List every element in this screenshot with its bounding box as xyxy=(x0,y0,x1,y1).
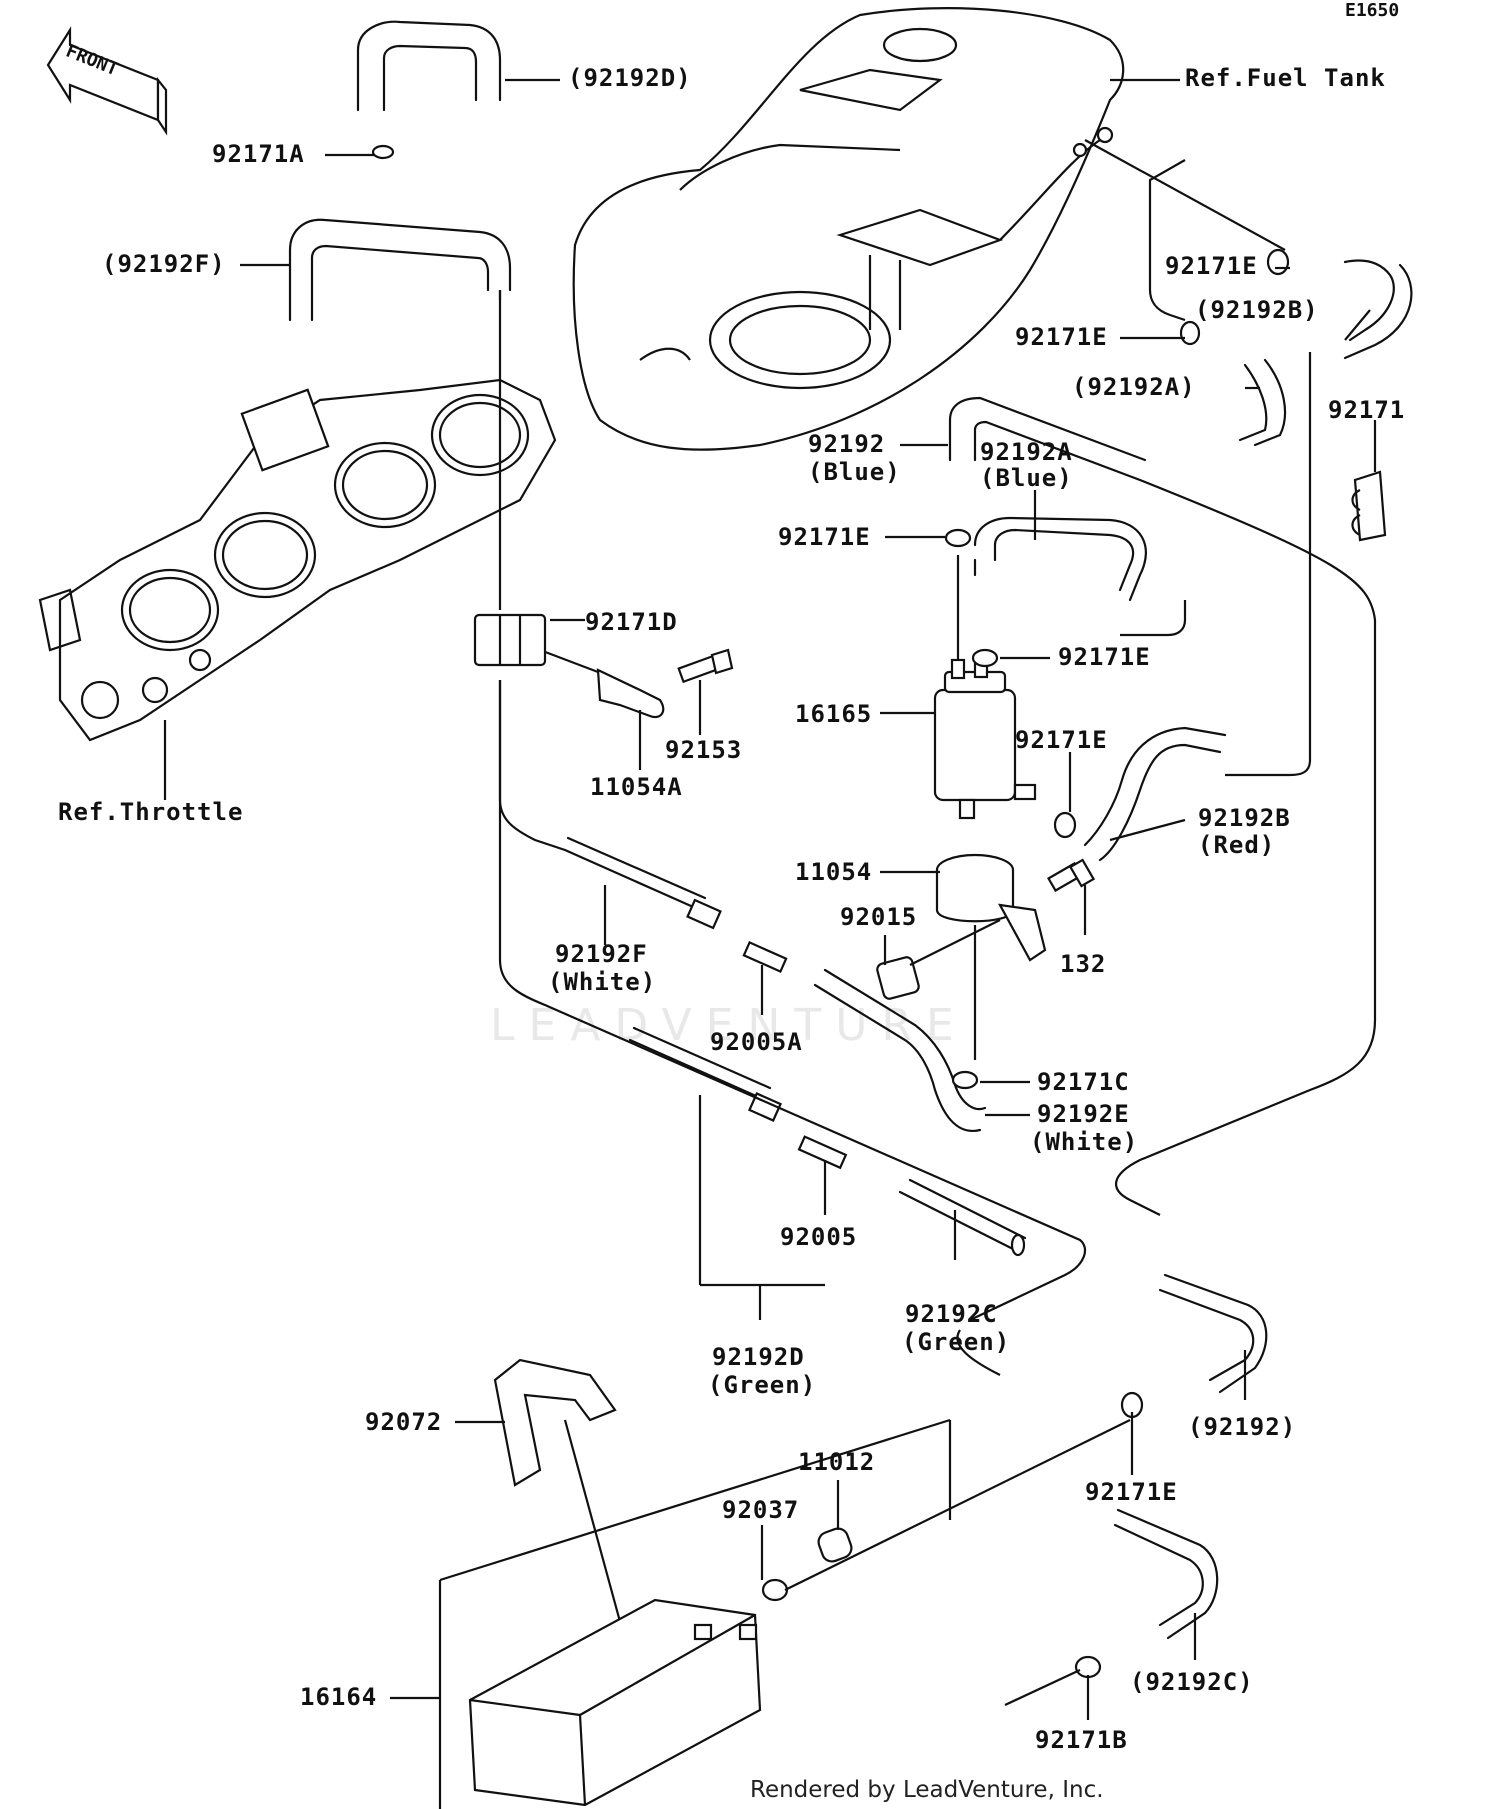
label-11012: 11012 xyxy=(798,1448,875,1476)
hose-92192B-top xyxy=(1343,259,1413,360)
label-11054A: 11054A xyxy=(590,773,683,801)
hose-92192D-top xyxy=(356,20,502,112)
clip-92171D xyxy=(473,613,547,667)
hose-92192F-top xyxy=(288,218,512,322)
label-92171E-3: 92171E xyxy=(778,523,871,551)
label-92192F-top: (92192F) xyxy=(102,250,226,278)
front-arrow-icon: FRONT xyxy=(46,26,168,136)
hose-92192-blue xyxy=(948,396,1147,482)
label-92192: 92192 xyxy=(808,430,885,458)
hose-92192A-blue xyxy=(973,516,1147,602)
label-92072: 92072 xyxy=(365,1408,442,1436)
hose-92192D-green xyxy=(628,1026,782,1122)
label-92171E-2: 92171E xyxy=(1015,323,1108,351)
spacer-11012 xyxy=(817,1527,853,1563)
label-92192E-color: (White) xyxy=(1030,1128,1138,1156)
label-92171C: 92171C xyxy=(1037,1068,1130,1096)
label-92192B-color: (Red) xyxy=(1198,831,1275,859)
label-92192D-top: (92192D) xyxy=(568,64,692,92)
label-132: 132 xyxy=(1060,950,1106,978)
leader-lines xyxy=(163,78,1377,1720)
hose-92192B-red xyxy=(1083,726,1227,862)
hose-92192A-top xyxy=(1238,358,1287,447)
label-11054: 11054 xyxy=(795,858,872,886)
label-92192C-color: (Green) xyxy=(902,1328,1010,1356)
label-92171E-4: 92171E xyxy=(1058,643,1151,671)
grommet-92015 xyxy=(876,919,1001,1000)
label-92192D-color: (Green) xyxy=(708,1371,816,1399)
label-92171D: 92171D xyxy=(585,608,678,636)
bolt-132 xyxy=(1047,858,1096,893)
bolt-92153 xyxy=(677,648,734,684)
credit-text: Rendered by LeadVenture, Inc. xyxy=(750,1777,1104,1803)
label-92171A: 92171A xyxy=(212,140,305,168)
fuel-filter xyxy=(933,555,1037,820)
label-92192A: 92192A xyxy=(980,438,1073,466)
label-92192B: 92192B xyxy=(1198,804,1291,832)
fitting-92005 xyxy=(797,1135,848,1170)
hose-92192C-green xyxy=(898,1178,1027,1257)
label-92192C: 92192C xyxy=(905,1300,998,1328)
clamp-92037 xyxy=(761,1419,1131,1602)
routing-lines xyxy=(498,139,1377,1376)
label-92037: 92037 xyxy=(722,1496,799,1524)
canister-16164 xyxy=(438,1418,952,1809)
label-92171: 92171 xyxy=(1328,396,1405,424)
label-92192F-color: (White) xyxy=(548,968,656,996)
label-92192C-bottom: (92192C) xyxy=(1130,1668,1254,1696)
fitting-92005A xyxy=(742,941,788,973)
watermark: LEADVENTURE xyxy=(490,1000,968,1051)
diagram-code: E1650 xyxy=(1345,0,1399,21)
label-92015: 92015 xyxy=(840,903,917,931)
label-92005: 92005 xyxy=(780,1223,857,1251)
label-92192-bottom: (92192) xyxy=(1188,1413,1296,1441)
label-92192E: 92192E xyxy=(1037,1100,1130,1128)
bracket-11054A xyxy=(539,648,665,719)
label-92192A-color: (Blue) xyxy=(980,464,1073,492)
ref-throttle: Ref.Throttle xyxy=(58,798,243,826)
label-16164: 16164 xyxy=(300,1683,377,1711)
label-92153: 92153 xyxy=(665,736,742,764)
fuel-tank xyxy=(572,7,1125,451)
hose-92192-bottom xyxy=(1158,1273,1268,1394)
label-92192F: 92192F xyxy=(555,940,648,968)
throttle-body xyxy=(38,378,557,742)
label-92171E-1: 92171E xyxy=(1165,252,1258,280)
bracket-92072 xyxy=(493,1358,627,1641)
label-92005A: 92005A xyxy=(710,1028,803,1056)
label-92192B-top: (92192B) xyxy=(1195,296,1319,324)
part-labels: (92192D) 92171A (92192F) Ref.Fuel Tank 9… xyxy=(58,64,1405,1754)
label-92192A-top: (92192A) xyxy=(1072,373,1196,401)
label-92171B: 92171B xyxy=(1035,1726,1128,1754)
hose-92192C-bottom xyxy=(1113,1508,1219,1640)
hose-92192F-white xyxy=(563,836,722,930)
label-92171E-5: 92171E xyxy=(1015,726,1108,754)
label-92171E-6: 92171E xyxy=(1085,1478,1178,1506)
label-92192-color: (Blue) xyxy=(808,458,901,486)
clip-92171 xyxy=(1351,470,1387,542)
label-92192D: 92192D xyxy=(712,1343,805,1371)
label-16165: 16165 xyxy=(795,700,872,728)
ref-fuel-tank: Ref.Fuel Tank xyxy=(1185,64,1386,92)
filter-bracket xyxy=(935,853,1047,1060)
